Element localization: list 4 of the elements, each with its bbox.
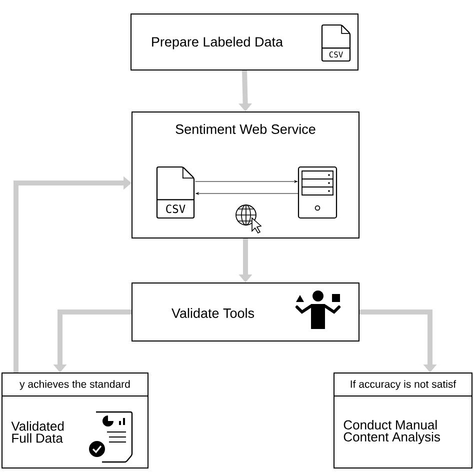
server-icon bbox=[298, 166, 338, 219]
result-box: y achieves the standard Validated Full Data bbox=[2, 372, 148, 468]
process-box: Validate Tools bbox=[132, 282, 360, 342]
result-box: If accuracy is not satisf Conduct Manual Content Analysis bbox=[334, 372, 472, 468]
